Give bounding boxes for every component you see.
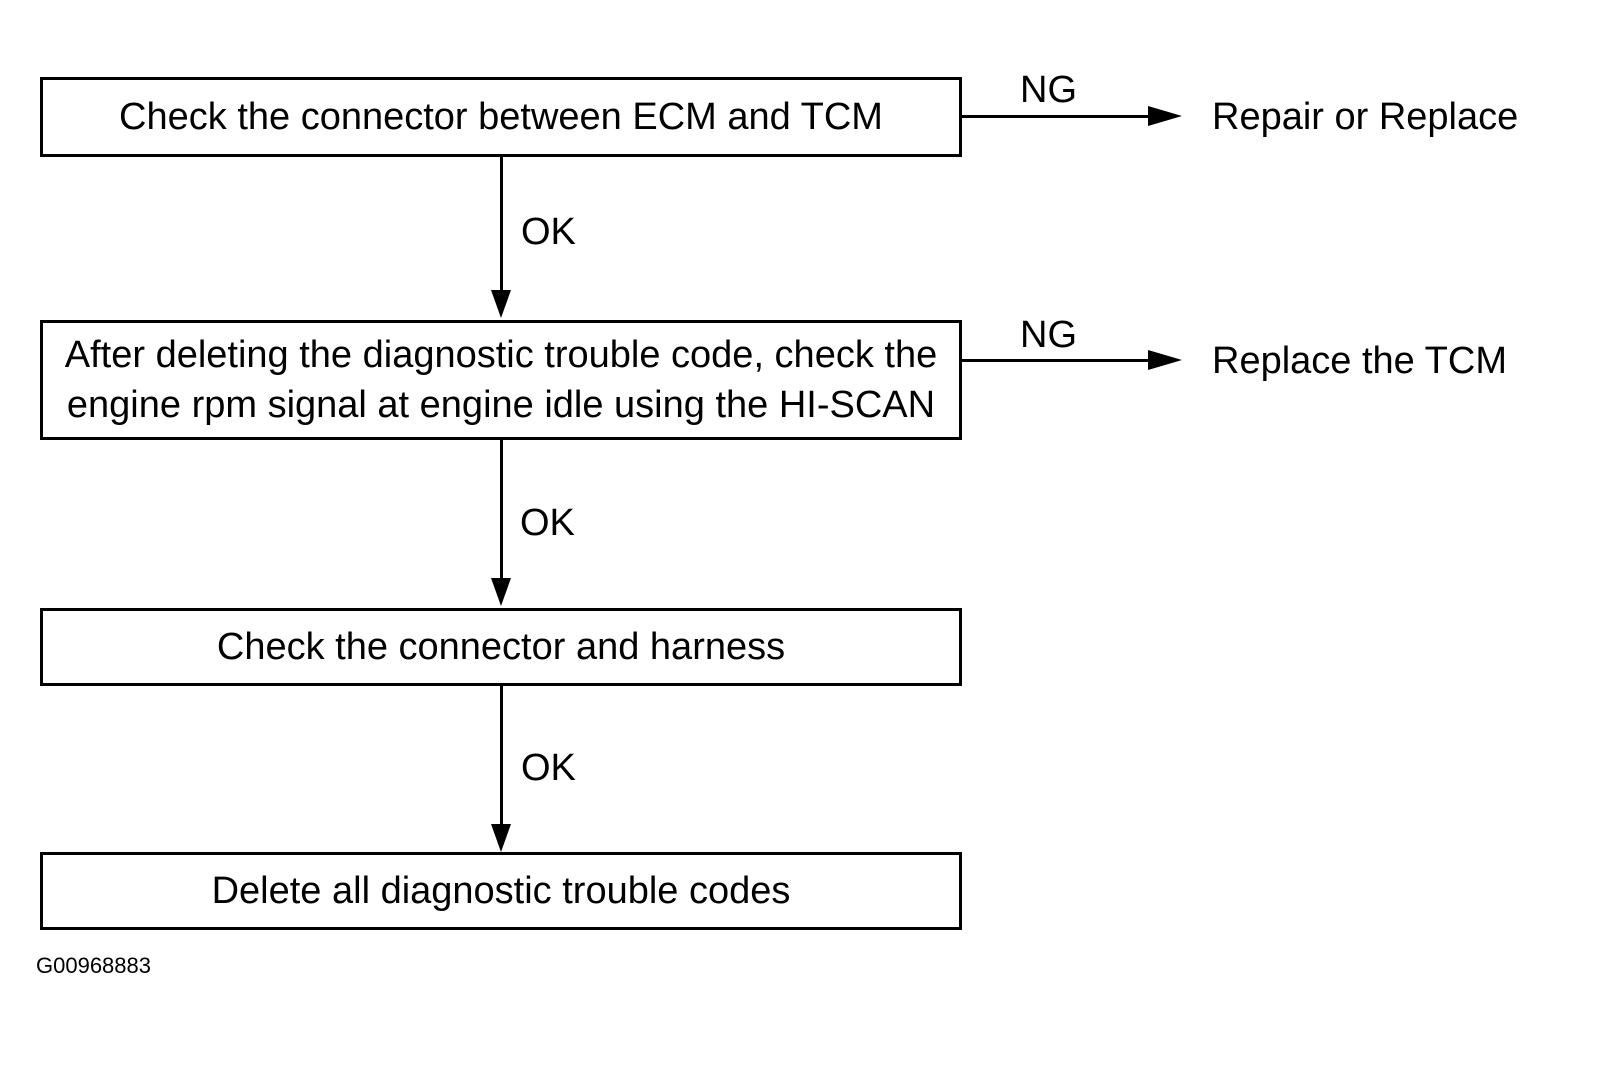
down-arrow-icon bbox=[491, 824, 511, 852]
result-replace-tcm: Replace the TCM bbox=[1212, 340, 1507, 382]
step-line: Check the connector between ECM and TCM bbox=[119, 96, 883, 138]
step-text: Delete all diagnostic trouble codes bbox=[212, 866, 791, 916]
ng-label: NG bbox=[1020, 314, 1077, 356]
ng-label: NG bbox=[1020, 69, 1077, 111]
step-box-check-engine-rpm-signal: After deleting the diagnostic trouble co… bbox=[40, 320, 962, 440]
step-text: After deleting the diagnostic trouble co… bbox=[65, 330, 937, 430]
figure-id: G00968883 bbox=[36, 953, 151, 978]
right-arrow-icon bbox=[1148, 106, 1182, 126]
ok-label: OK bbox=[521, 747, 576, 789]
step-text: Check the connector between ECM and TCM bbox=[119, 92, 883, 142]
step-box-delete-trouble-codes: Delete all diagnostic trouble codes bbox=[40, 852, 962, 930]
ok-label: OK bbox=[520, 502, 575, 544]
step-line: After deleting the diagnostic trouble co… bbox=[64, 334, 938, 376]
step-box-check-connector-harness: Check the connector and harness bbox=[40, 608, 962, 686]
ok-label: OK bbox=[521, 211, 576, 253]
right-arrow-icon bbox=[1148, 350, 1182, 370]
down-arrow-icon bbox=[491, 290, 511, 318]
step-box-check-ecm-tcm-connector: Check the connector between ECM and TCM bbox=[40, 77, 962, 157]
step-text: Check the connector and harness bbox=[217, 622, 785, 672]
ok-connector-line bbox=[500, 157, 503, 292]
ok-connector-line bbox=[500, 686, 503, 826]
down-arrow-icon bbox=[491, 578, 511, 606]
ok-connector-line bbox=[500, 440, 503, 580]
ng-connector-line bbox=[962, 359, 1152, 362]
ng-connector-line bbox=[962, 115, 1152, 118]
step-line: Delete all diagnostic trouble codes bbox=[211, 870, 791, 912]
step-line: Check the connector and harness bbox=[216, 626, 786, 668]
step-line: engine rpm signal at engine idle using t… bbox=[66, 384, 936, 426]
result-repair-or-replace: Repair or Replace bbox=[1212, 96, 1519, 138]
